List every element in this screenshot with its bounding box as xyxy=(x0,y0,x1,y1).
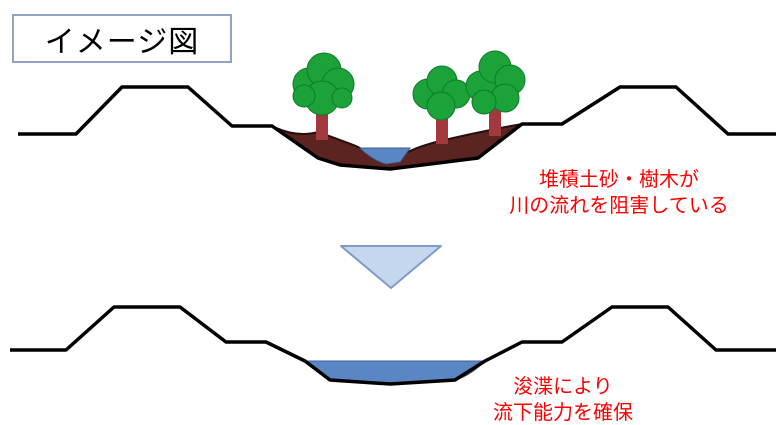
ground-profile-before xyxy=(18,85,776,171)
down-arrow-icon xyxy=(340,245,442,289)
ground-profile-after xyxy=(10,305,776,386)
after-note: 浚渫により 流下能力を確保 xyxy=(470,373,656,425)
after-note-line2: 流下能力を確保 xyxy=(493,400,633,424)
after-note-line1: 浚渫により xyxy=(513,374,613,398)
tree-icon xyxy=(292,52,355,140)
before-note-line1: 堆積土砂・樹木が xyxy=(539,167,699,191)
tree-icon xyxy=(465,50,526,136)
before-note: 堆積土砂・樹木が 川の流れを阻害している xyxy=(470,166,768,218)
title-label: イメージ図 xyxy=(12,14,232,63)
water-before xyxy=(358,147,411,165)
tree-icon xyxy=(412,65,471,144)
title-text: イメージ図 xyxy=(44,24,200,60)
before-note-line2: 川の流れを阻害している xyxy=(509,193,729,217)
